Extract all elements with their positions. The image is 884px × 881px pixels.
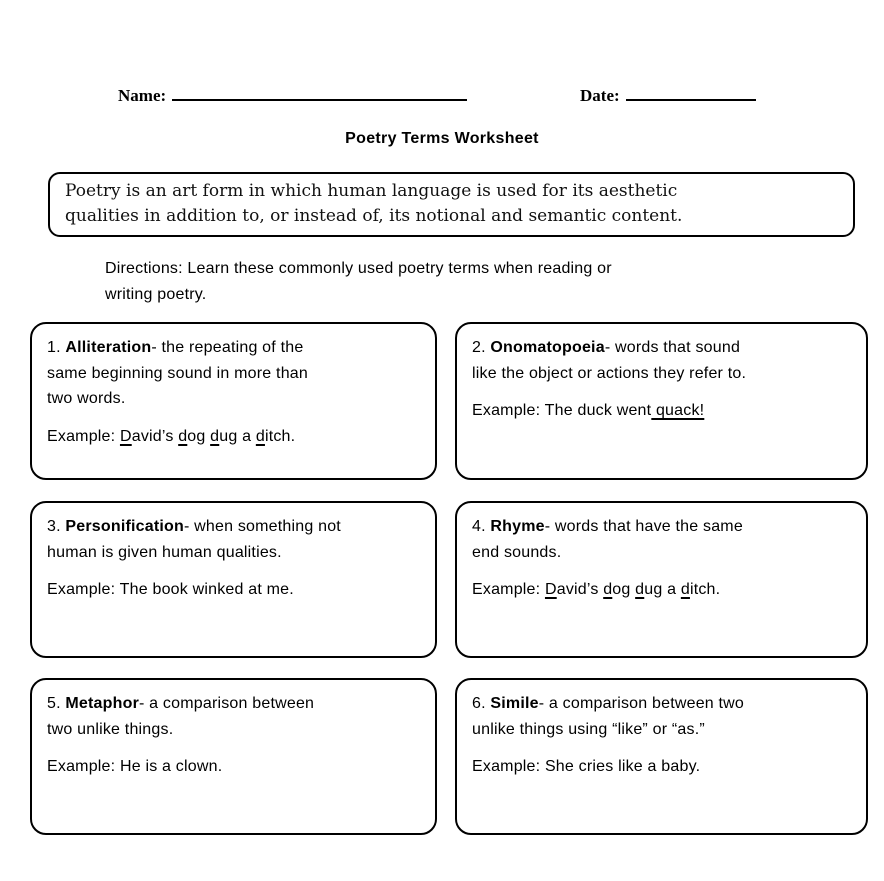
name-field-row: Name: — [118, 86, 468, 106]
poetry-definition-box: Poetry is an art form in which human lan… — [48, 172, 855, 237]
term-example: Example: The book winked at me. — [47, 581, 294, 598]
term-example: Example: He is a clown. — [47, 758, 223, 775]
poetry-definition-text: Poetry is an art form in which human lan… — [65, 181, 683, 226]
term-example: Example: She cries like a baby. — [472, 758, 701, 775]
directions-text: Directions: Learn these commonly used po… — [105, 260, 612, 303]
name-blank-line — [172, 86, 468, 101]
date-blank-line — [625, 86, 756, 101]
date-label: Date: — [580, 86, 620, 105]
term-example: Example: The duck went quack! — [472, 402, 705, 419]
date-field-row: Date: — [580, 86, 756, 106]
page-title: Poetry Terms Worksheet — [345, 130, 539, 147]
term-example: Example: David’s dog dug a ditch. — [472, 581, 721, 598]
name-label: Name: — [118, 86, 167, 105]
term-example: Example: David’s dog dug a ditch. — [47, 427, 296, 445]
